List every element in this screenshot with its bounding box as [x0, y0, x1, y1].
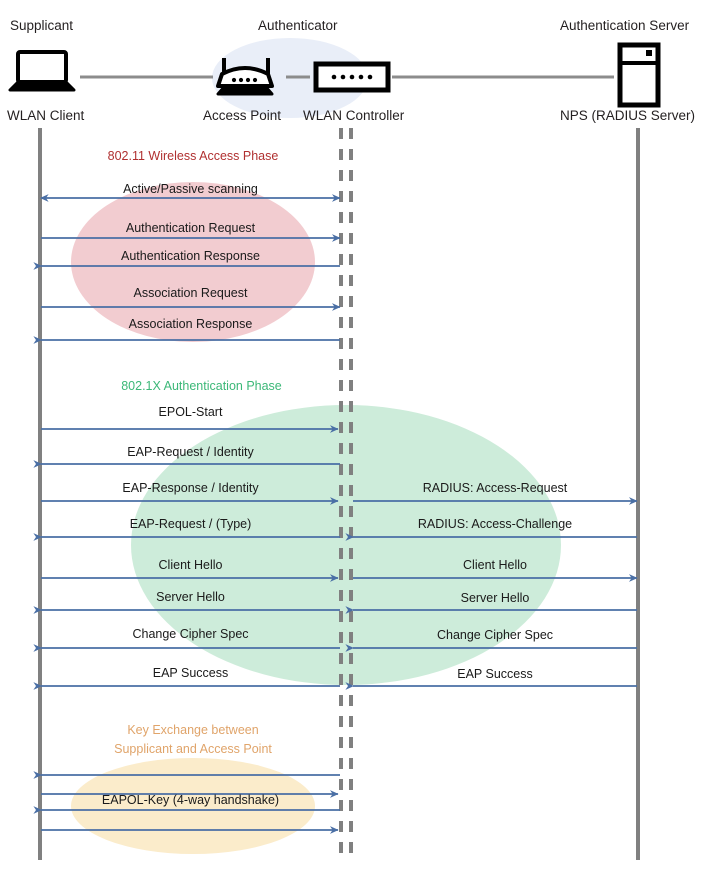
- actor-role-supplicant: Supplicant: [10, 18, 74, 33]
- phase-title-key-exchange-line2: Supplicant and Access Point: [114, 742, 272, 756]
- actor-role-authentication-server: Authentication Server: [560, 18, 690, 33]
- phase-title-wireless-access: 802.11 Wireless Access Phase: [107, 149, 279, 163]
- label-radius-access-request: RADIUS: Access-Request: [422, 481, 568, 495]
- label-change-cipher-spec-right: Change Cipher Spec: [436, 628, 554, 642]
- phase-title-dot1x: 802.1X Authentication Phase: [121, 379, 282, 393]
- access-point-icon: [216, 58, 274, 96]
- label-client-hello-left: Client Hello: [158, 558, 223, 572]
- label-association-response: Association Response: [128, 317, 253, 331]
- label-change-cipher-spec-left: Change Cipher Spec: [132, 627, 249, 641]
- label-eapol-key-handshake: EAPOL-Key (4-way handshake): [101, 793, 280, 807]
- label-server-hello-right: Server Hello: [460, 591, 530, 605]
- label-radius-access-challenge: RADIUS: Access-Challenge: [417, 517, 573, 531]
- phase-title-key-exchange-line1: Key Exchange between: [127, 723, 259, 737]
- message-arrow-group-wireless: [33, 194, 341, 344]
- message-arrow-group-key-exchange: [33, 771, 340, 834]
- label-authentication-request: Authentication Request: [125, 221, 256, 235]
- label-epol-start: EPOL-Start: [158, 405, 223, 419]
- actor-device-wlan-controller: WLAN Controller: [303, 108, 405, 123]
- label-active-passive-scanning: Active/Passive scanning: [123, 182, 258, 196]
- message-arrow-group-dot1x-left: [33, 425, 340, 690]
- label-eap-response-identity: EAP-Response / Identity: [122, 481, 259, 495]
- label-server-hello-left: Server Hello: [156, 590, 225, 604]
- wlan-controller-icon: [313, 61, 391, 93]
- actor-device-wlan-client: WLAN Client: [7, 108, 85, 123]
- laptop-icon: [8, 50, 76, 92]
- label-eap-request-identity: EAP-Request / Identity: [127, 445, 254, 459]
- label-client-hello-right: Client Hello: [463, 558, 527, 572]
- label-authentication-response: Authentication Response: [121, 249, 260, 263]
- phase-ellipse-dot1x: [131, 405, 561, 685]
- label-association-request: Association Request: [133, 286, 248, 300]
- actor-role-authenticator: Authenticator: [258, 18, 338, 33]
- label-eap-success-right: EAP Success: [457, 667, 533, 681]
- actor-device-access-point: Access Point: [203, 108, 282, 123]
- message-arrow-group-radius: [345, 497, 638, 690]
- phase-ellipse-wireless-access: [71, 182, 315, 342]
- server-icon: [617, 42, 661, 108]
- label-eap-success-left: EAP Success: [152, 666, 229, 680]
- actor-device-nps-radius-server: NPS (RADIUS Server): [560, 108, 696, 123]
- label-eap-request-type: EAP-Request / (Type): [129, 517, 252, 531]
